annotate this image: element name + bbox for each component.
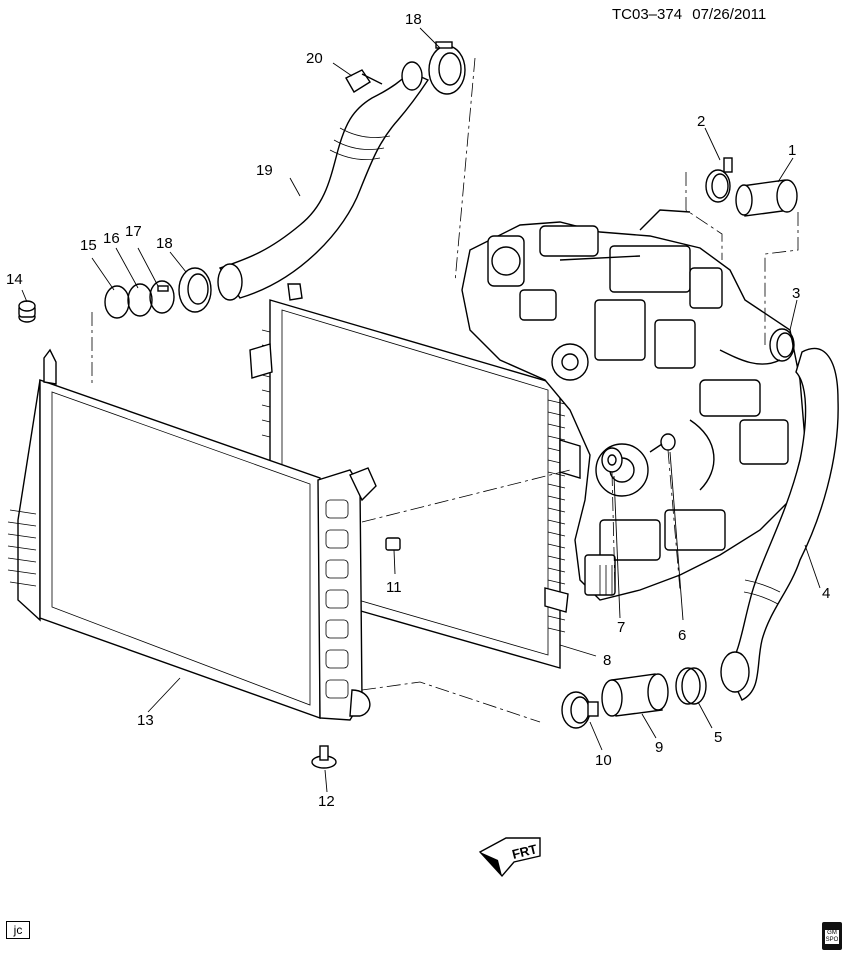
- callout-14: 14: [6, 271, 23, 288]
- charge-air-hose-19: [217, 61, 430, 301]
- callout-3: 3: [792, 285, 800, 302]
- figure-header: TC03–374 07/26/2011: [612, 6, 772, 23]
- callout-15: 15: [80, 237, 97, 254]
- coupler-9: [601, 673, 669, 717]
- gm-spo-logo-icon: GM SPO: [822, 922, 842, 950]
- engine-assembly: [461, 209, 806, 601]
- phantom-lines: [91, 57, 799, 723]
- bolt-6: [649, 433, 676, 453]
- callout-2: 2: [697, 113, 705, 130]
- sensor-20: [345, 69, 383, 93]
- front-label: FRT: [510, 841, 538, 862]
- author-initials: jc: [6, 921, 30, 939]
- coupler-1: [735, 179, 798, 217]
- callout-11: 11: [386, 579, 402, 596]
- callout-4: 4: [822, 585, 830, 602]
- bracket-11: [385, 537, 401, 551]
- callout-17: 17: [125, 223, 142, 240]
- callout-19: 19: [256, 162, 273, 179]
- clamp-18-upper: [428, 41, 466, 95]
- clamp-10: [561, 691, 599, 729]
- figure-date: 07/26/2011: [692, 6, 767, 23]
- clamp-5: [675, 667, 707, 705]
- clamp-3: [769, 328, 795, 362]
- front-indicator: FRT: [478, 837, 541, 878]
- seal-rings-left: [104, 267, 212, 319]
- callout-9: 9: [655, 739, 663, 756]
- charge-air-cooler: [7, 348, 377, 721]
- leader-lines: [21, 27, 821, 793]
- callout-1: 1: [788, 142, 796, 159]
- callout-18-upper: 18: [405, 11, 422, 28]
- callout-18-left: 18: [156, 235, 173, 252]
- callout-6: 6: [678, 627, 686, 644]
- insulator-7: [601, 447, 623, 473]
- clamp-2: [705, 157, 733, 203]
- logo-line-2: SPO: [825, 937, 839, 943]
- callout-5: 5: [714, 729, 722, 746]
- callout-8: 8: [603, 652, 611, 669]
- callout-20: 20: [306, 50, 323, 67]
- logo-line-1: GM: [827, 930, 837, 936]
- figure-code: TC03–374: [612, 6, 683, 23]
- callout-16: 16: [103, 230, 120, 247]
- charge-air-hose-4: [720, 347, 839, 701]
- callout-10: 10: [595, 752, 612, 769]
- insulator-12: [311, 745, 337, 769]
- callout-12: 12: [318, 793, 335, 810]
- callout-13: 13: [137, 712, 154, 729]
- callout-labels: 1 2 3 4 5 6 7 8 9 10 11 12 13 14 15 16 1…: [6, 11, 830, 810]
- callout-7: 7: [617, 619, 625, 636]
- grommet-14: [18, 300, 36, 323]
